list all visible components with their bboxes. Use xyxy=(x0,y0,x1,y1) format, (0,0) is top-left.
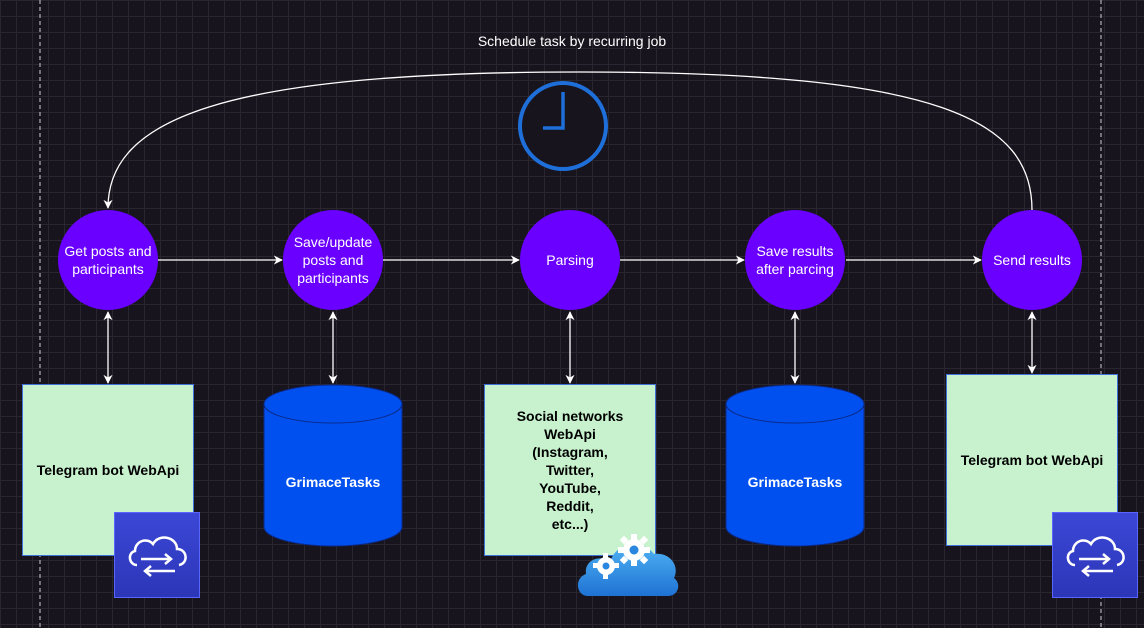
diagram-title: Schedule task by recurring job xyxy=(477,33,667,49)
database-cylinder-1 xyxy=(263,384,403,547)
database-cylinder-2 xyxy=(725,384,865,547)
step-save-results: Save results after parcing xyxy=(745,210,845,310)
step-parsing: Parsing xyxy=(520,210,620,310)
social-networks-webapi-box: Social networks WebApi (Instagram, Twitt… xyxy=(484,384,656,556)
step-get-posts: Get posts and participants xyxy=(58,210,158,310)
telegram-webapi-box-right: Telegram bot WebApi xyxy=(946,374,1118,546)
step-save-update-posts: Save/update posts and participants xyxy=(283,210,383,310)
sync-cloud-icon xyxy=(1052,512,1138,598)
database-label-1: GrimaceTasks xyxy=(285,474,381,490)
recurring-loop-arrow xyxy=(103,71,1033,211)
cloud-gears-icon xyxy=(574,520,682,598)
step-send-results: Send results xyxy=(982,210,1082,310)
sync-cloud-icon xyxy=(114,512,200,598)
clock-icon xyxy=(518,81,608,171)
database-label-2: GrimaceTasks xyxy=(747,474,843,490)
